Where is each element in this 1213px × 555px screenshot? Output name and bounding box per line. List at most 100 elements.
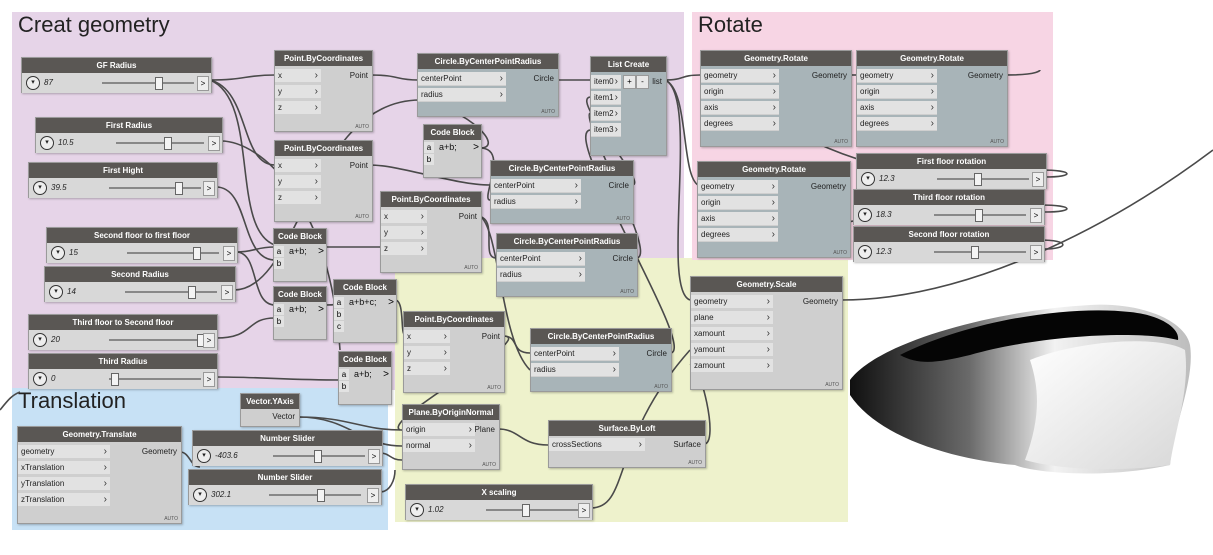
code-text[interactable]: a+b; bbox=[439, 142, 457, 152]
output-port-point[interactable]: Point bbox=[349, 71, 368, 80]
input-port-item3[interactable]: item3 bbox=[591, 123, 621, 137]
output-port-vector[interactable]: Vector bbox=[272, 412, 295, 421]
input-port-xamount[interactable]: xamount bbox=[691, 327, 773, 341]
first-hight-slider[interactable]: First Hight ▾ 39.5 > bbox=[28, 162, 218, 198]
input-port-z[interactable]: z bbox=[381, 242, 427, 256]
slider-thumb[interactable] bbox=[314, 450, 322, 463]
output-port[interactable]: > bbox=[318, 304, 324, 315]
code-text[interactable]: a+b; bbox=[289, 304, 307, 314]
output-port[interactable]: > bbox=[383, 369, 389, 380]
slider-thumb[interactable] bbox=[971, 246, 979, 259]
slider-thumb[interactable] bbox=[111, 373, 119, 386]
slider-thumb[interactable] bbox=[974, 173, 982, 186]
third-to-second-slider[interactable]: Third floor to Second floor ▾ 20 > bbox=[28, 314, 218, 350]
slider-track[interactable] bbox=[109, 339, 201, 341]
output-port[interactable]: > bbox=[318, 246, 324, 257]
input-port-a[interactable]: a bbox=[274, 246, 284, 257]
output-port[interactable]: > bbox=[203, 333, 215, 348]
input-port-radius[interactable]: radius bbox=[418, 88, 506, 102]
input-port-plane[interactable]: plane bbox=[691, 311, 773, 325]
input-port-xtranslation[interactable]: xTranslation bbox=[18, 461, 110, 475]
output-port-list[interactable]: list bbox=[652, 77, 662, 86]
output-port[interactable]: > bbox=[1030, 245, 1042, 260]
chevron-down-icon[interactable]: ▾ bbox=[193, 488, 207, 502]
output-port-plane[interactable]: Plane bbox=[474, 425, 495, 434]
code-block-3[interactable]: Code Block a b a+b; > bbox=[273, 286, 327, 340]
input-port-zamount[interactable]: zamount bbox=[691, 359, 773, 373]
output-port[interactable]: > bbox=[223, 246, 235, 261]
input-port-y[interactable]: y bbox=[404, 346, 450, 360]
output-port-point[interactable]: Point bbox=[349, 161, 368, 170]
input-port-z[interactable]: z bbox=[275, 191, 321, 205]
vector-yaxis-node[interactable]: Vector.YAxis Vector bbox=[240, 393, 300, 427]
slider-thumb[interactable] bbox=[317, 489, 325, 502]
input-port-item1[interactable]: item1 bbox=[591, 91, 621, 105]
chevron-down-icon[interactable]: ▾ bbox=[33, 333, 47, 347]
input-port-geometry[interactable]: geometry bbox=[691, 295, 773, 309]
input-port-b[interactable]: b bbox=[334, 309, 344, 320]
input-port-y[interactable]: y bbox=[381, 226, 427, 240]
geometry-rotate-node-2[interactable]: Geometry.Rotate geometry origin axis deg… bbox=[856, 50, 1008, 147]
output-port-geometry[interactable]: Geometry bbox=[811, 71, 847, 80]
chevron-down-icon[interactable]: ▾ bbox=[858, 208, 872, 222]
output-port-geometry[interactable]: Geometry bbox=[802, 297, 838, 306]
output-port-surface[interactable]: Surface bbox=[673, 440, 701, 449]
input-port-origin[interactable]: origin bbox=[698, 196, 778, 210]
input-port-origin[interactable]: origin bbox=[403, 423, 475, 437]
input-port-degrees[interactable]: degrees bbox=[701, 117, 779, 131]
third-floor-rotation-slider[interactable]: Third floor rotation ▾ 18.3 > bbox=[853, 189, 1045, 225]
input-port-geometry[interactable]: geometry bbox=[698, 180, 778, 194]
point-by-coordinates-node-2[interactable]: Point.ByCoordinates x y z Point AUTO bbox=[274, 140, 373, 222]
chevron-down-icon[interactable]: ▾ bbox=[33, 372, 47, 386]
input-port-radius[interactable]: radius bbox=[531, 363, 619, 377]
chevron-down-icon[interactable]: ▾ bbox=[40, 136, 54, 150]
input-port-a[interactable]: a bbox=[274, 304, 284, 315]
input-port-axis[interactable]: axis bbox=[701, 101, 779, 115]
input-port-axis[interactable]: axis bbox=[698, 212, 778, 226]
chevron-down-icon[interactable]: ▾ bbox=[33, 181, 47, 195]
input-port-centerpoint[interactable]: centerPoint bbox=[497, 252, 585, 266]
output-port-point[interactable]: Point bbox=[458, 212, 477, 221]
input-port-c[interactable]: c bbox=[334, 321, 344, 332]
chevron-down-icon[interactable]: ▾ bbox=[197, 449, 211, 463]
number-slider-2[interactable]: Number Slider ▾ 302.1 > bbox=[188, 469, 382, 505]
slider-track[interactable] bbox=[937, 178, 1029, 180]
geometry-translate-node[interactable]: Geometry.Translate geometry xTranslation… bbox=[17, 426, 182, 524]
second-to-first-slider[interactable]: Second floor to first floor ▾ 15 > bbox=[46, 227, 238, 263]
output-port-geometry[interactable]: Geometry bbox=[141, 447, 177, 456]
input-port-a[interactable]: a bbox=[334, 297, 344, 308]
second-floor-rotation-slider[interactable]: Second floor rotation ▾ 12.3 > bbox=[853, 226, 1045, 262]
output-port-circle[interactable]: Circle bbox=[533, 74, 554, 83]
point-by-coordinates-node-1[interactable]: Point.ByCoordinates x y z Point AUTO bbox=[274, 50, 373, 132]
input-port-item0[interactable]: item0 bbox=[591, 75, 621, 89]
output-port[interactable]: > bbox=[368, 449, 380, 464]
slider-thumb[interactable] bbox=[155, 77, 163, 90]
first-radius-slider[interactable]: First Radius ▾ 10.5 > bbox=[35, 117, 223, 153]
code-text[interactable]: a+b; bbox=[289, 246, 307, 256]
code-text[interactable]: a+b+c; bbox=[349, 297, 377, 307]
geometry-rotate-node-3[interactable]: Geometry.Rotate geometry origin axis deg… bbox=[697, 161, 851, 258]
second-radius-slider[interactable]: Second Radius ▾ 14 > bbox=[44, 266, 236, 302]
code-text[interactable]: a+b; bbox=[354, 369, 372, 379]
slider-track[interactable] bbox=[116, 142, 204, 144]
x-scaling-slider[interactable]: X scaling ▾ 1.02 > bbox=[405, 484, 593, 520]
output-port[interactable]: > bbox=[203, 372, 215, 387]
slider-track[interactable] bbox=[127, 252, 219, 254]
input-port-a[interactable]: a bbox=[424, 142, 434, 153]
input-port-x[interactable]: x bbox=[275, 159, 321, 173]
input-port-axis[interactable]: axis bbox=[857, 101, 937, 115]
input-port-x[interactable]: x bbox=[404, 330, 450, 344]
output-port-circle[interactable]: Circle bbox=[608, 181, 629, 190]
add-item-button[interactable]: + bbox=[623, 75, 636, 89]
input-port-x[interactable]: x bbox=[275, 69, 321, 83]
slider-track[interactable] bbox=[934, 251, 1026, 253]
slider-thumb[interactable] bbox=[175, 182, 183, 195]
surface-by-loft-node[interactable]: Surface.ByLoft crossSections Surface AUT… bbox=[548, 420, 706, 468]
slider-thumb[interactable] bbox=[193, 247, 201, 260]
point-by-coordinates-node-3[interactable]: Point.ByCoordinates x y z Point AUTO bbox=[380, 191, 482, 273]
input-port-degrees[interactable]: degrees bbox=[698, 228, 778, 242]
output-port[interactable]: > bbox=[473, 142, 479, 153]
output-port-point[interactable]: Point bbox=[481, 332, 500, 341]
input-port-degrees[interactable]: degrees bbox=[857, 117, 937, 131]
output-port-circle[interactable]: Circle bbox=[612, 254, 633, 263]
